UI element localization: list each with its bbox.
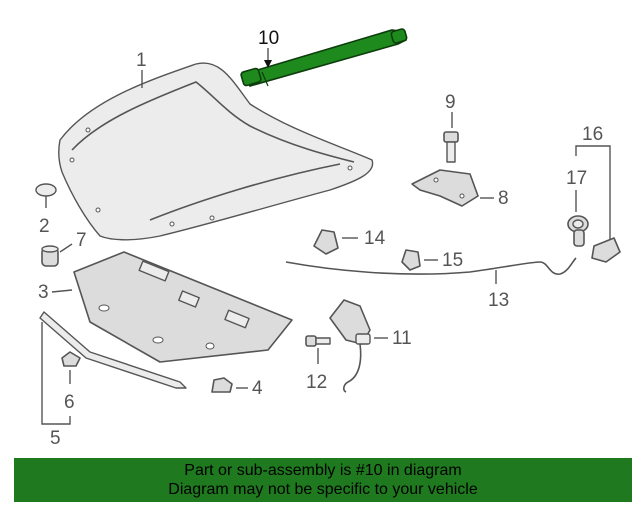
hood-insulator-part-3[interactable] xyxy=(73,251,293,363)
callout-9: 9 xyxy=(445,92,456,113)
callout-13: 13 xyxy=(488,290,509,311)
leader-3 xyxy=(51,289,73,293)
hood-lift-support-part-10[interactable] xyxy=(240,28,408,87)
callout-12: 12 xyxy=(306,372,327,393)
release-handle-part-16[interactable] xyxy=(591,237,621,263)
callout-16: 16 xyxy=(582,124,603,145)
info-banner: Part or sub-assembly is #10 in diagram D… xyxy=(14,458,632,502)
stopper-part-7[interactable] xyxy=(41,245,59,267)
callout-5: 5 xyxy=(50,428,61,449)
hood-panel-part-1[interactable] xyxy=(57,62,374,241)
banner-line-2: Diagram may not be specific to your vehi… xyxy=(168,481,478,498)
callout-4: 4 xyxy=(252,378,263,399)
banner-line-1: Part or sub-assembly is #10 in diagram xyxy=(184,462,462,479)
bolt-part-12[interactable] xyxy=(305,335,331,347)
parts-diagram: 10 1 2 7 3 5 6 xyxy=(35,28,621,449)
bolt-part-9[interactable] xyxy=(443,131,459,163)
callout-1: 1 xyxy=(136,50,147,71)
hood-lock-part-11[interactable] xyxy=(329,299,371,393)
push-clip-part-4[interactable] xyxy=(211,377,233,393)
leader-5-bracket xyxy=(41,322,71,425)
arrow-10 xyxy=(264,60,272,68)
callout-7: 7 xyxy=(76,230,87,251)
callout-3: 3 xyxy=(38,282,49,303)
callout-8: 8 xyxy=(498,188,509,209)
callout-15: 15 xyxy=(442,250,463,271)
release-cable-part-13[interactable] xyxy=(285,257,577,275)
cushion-part-2[interactable] xyxy=(35,183,57,197)
seal-part-5[interactable] xyxy=(39,311,187,389)
callout-6: 6 xyxy=(64,392,75,413)
callout-2: 2 xyxy=(39,216,50,237)
callout-11: 11 xyxy=(392,328,412,349)
callout-14: 14 xyxy=(364,228,386,249)
release-lever-part-17[interactable] xyxy=(567,215,589,247)
callout-10: 10 xyxy=(258,28,279,49)
leader-7 xyxy=(59,243,73,253)
cable-guide-part-15[interactable] xyxy=(401,249,421,271)
leader-16-bracket xyxy=(575,145,611,240)
hinge-part-8[interactable] xyxy=(411,169,479,207)
cable-clamp-part-14[interactable] xyxy=(313,229,339,255)
clip-part-6[interactable] xyxy=(61,351,81,367)
callout-17: 17 xyxy=(566,168,587,189)
